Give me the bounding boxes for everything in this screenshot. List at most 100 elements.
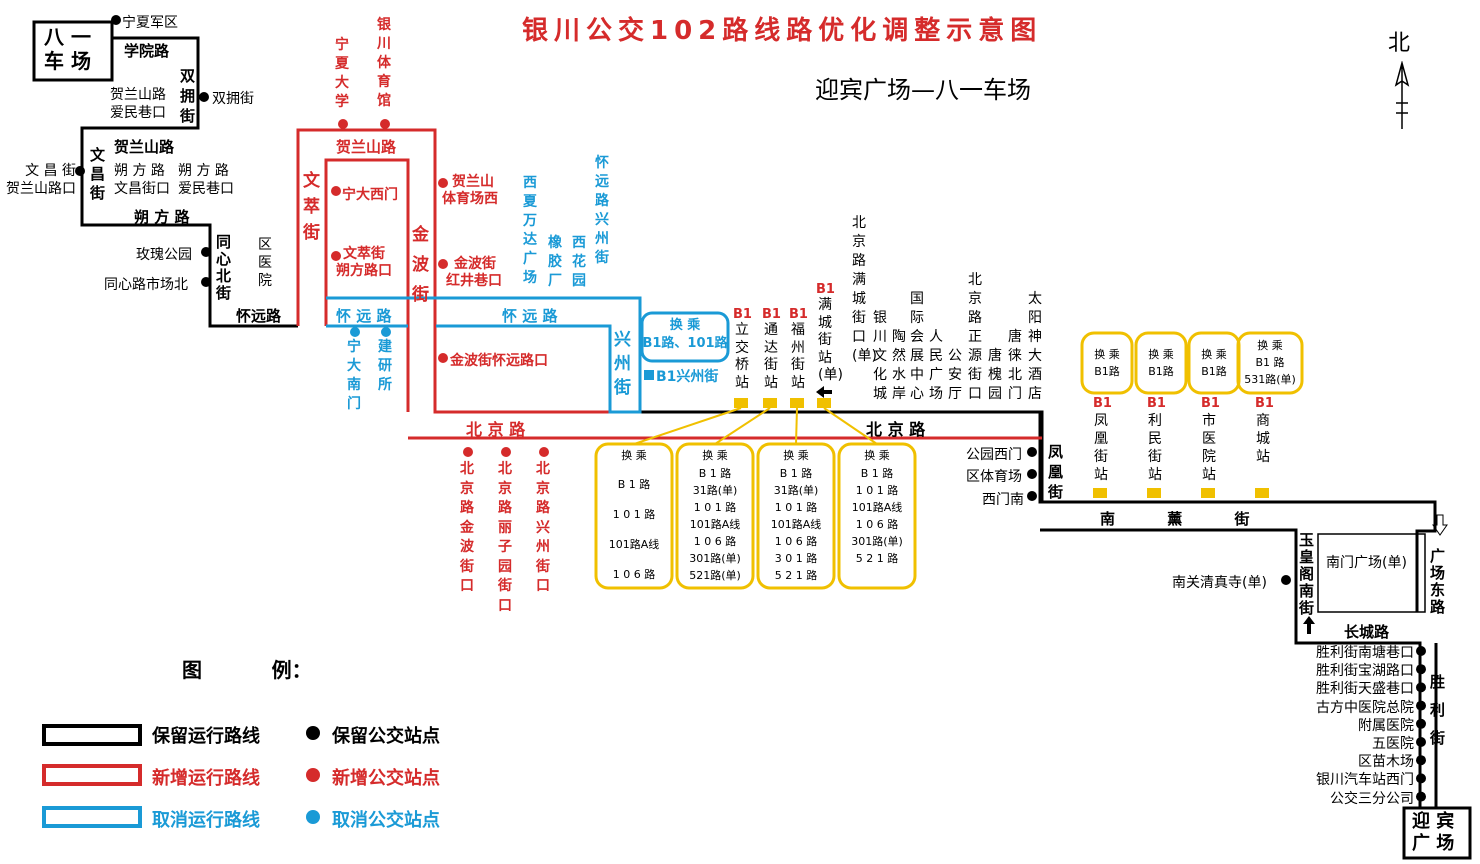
- stop-wenchang-helan-line1: 文 昌 街: [25, 163, 76, 179]
- transfer-small-route-0-0: B1路: [1094, 365, 1120, 378]
- nanmen-square-outline: [1317, 533, 1426, 613]
- dot-shengli-4: [1416, 718, 1426, 729]
- stop-tiyuguan: 银川体育馆: [377, 17, 391, 109]
- dot-gongyuan-ximen: [1027, 447, 1037, 457]
- stop-beijing-upper-2: 陶然水岸: [892, 329, 906, 402]
- road-helanshan-left: 贺兰山路: [114, 138, 175, 156]
- dot-tiyuguan: [380, 119, 390, 129]
- transfer-top-heading: 换 乘: [669, 318, 701, 333]
- dot-shengli-2: [1416, 682, 1426, 693]
- transfer-route-3-3: 1 0 6 路: [855, 518, 899, 531]
- transfer-small-box-0: [1080, 331, 1134, 395]
- stop-shengli-1: 胜利街宝湖路口: [1316, 663, 1414, 680]
- transfer-link-1: [714, 407, 771, 445]
- transfer-route-3-2: 101路A线: [851, 501, 903, 514]
- start-terminal-line2: 车 场: [44, 49, 91, 73]
- road-wenchang: 文昌街: [90, 146, 106, 202]
- stop-shengli-3: 古方中医院总院: [1316, 699, 1414, 716]
- stop-shengli-7: 银川汽车站西门: [1316, 772, 1414, 789]
- dot-beijing-lizi: [501, 447, 511, 457]
- stop-gongyuan-ximen: 公园西门: [966, 447, 1022, 463]
- stop-beijing-new-0: 北京路金波街口: [460, 461, 474, 594]
- stop-beijing-upper-7: 唐槐园: [988, 348, 1002, 402]
- b1-lower-prefix-2: B1: [1201, 396, 1220, 411]
- transfer-route-0-3: 1 0 6 路: [612, 568, 656, 581]
- stop-beijing-new-2: 北京路兴州街口: [536, 461, 550, 594]
- transfer-small-route-1-0: B1路: [1148, 365, 1174, 378]
- stop-xiangjiaochang: 橡胶厂: [548, 235, 562, 289]
- b1-upper-name-3: 满城街站(单): [818, 297, 843, 383]
- stop-jinbo-huaiyuan: 金波街怀远路口: [450, 353, 548, 369]
- stop-jinbo-hongjing: 金波街 红井巷口: [446, 256, 502, 290]
- transfer-route-1-1: 31路(单): [692, 484, 738, 497]
- dot-qutiyuchang: [1027, 469, 1037, 479]
- stop-shuofang-wenchang-line2: 文昌街口: [114, 181, 170, 197]
- stop-nanguan: 南关清真寺(单): [1172, 575, 1267, 591]
- dot-jinbo-hongjing: [438, 259, 448, 269]
- dot-nanguan: [1281, 575, 1291, 585]
- dot-shuangyong: [199, 92, 209, 102]
- legend-cancelled-line-swatch: [42, 806, 142, 828]
- stop-quyiyuan: 区医院: [258, 237, 272, 289]
- b1-upper-square-2: [790, 398, 804, 408]
- b1-lower-prefix-1: B1: [1147, 396, 1166, 411]
- road-beijing-red: 北 京 路: [466, 420, 526, 439]
- dot-helan-tiyuchang: [438, 178, 448, 188]
- transfer-box-heading-2: 换 乘: [783, 449, 809, 462]
- stop-shengli-0: 胜利街南塘巷口: [1316, 645, 1414, 661]
- legend-new-line-swatch: [42, 764, 142, 786]
- dot-ximennan: [1027, 491, 1037, 501]
- legend-new-line: 新增运行路线: [152, 768, 260, 789]
- b1-xingzhou-prefix: B1: [656, 369, 677, 385]
- b1-upper-prefix-1: B1: [762, 307, 781, 322]
- dot-ningda-nanmen: [350, 327, 360, 337]
- road-yuhuangge: 玉皇阁南街: [1299, 531, 1315, 617]
- stop-shuofang-wenchang: 朔 方 路 文昌街口: [114, 162, 170, 198]
- stop-shengli-6: 区苗木场: [1358, 754, 1414, 771]
- end-terminal-line1: 迎 宾: [1412, 811, 1455, 832]
- stop-huaiyuan-xingzhou: 怀远路兴州街: [595, 155, 609, 266]
- start-terminal-line1: 八 一: [44, 25, 91, 49]
- b1-lower-square-3: [1255, 488, 1269, 498]
- b1-lower-prefix-3: B1: [1255, 396, 1274, 411]
- transfer-link-2: [795, 407, 798, 445]
- transfer-route-2-2: 1 0 1 路: [774, 501, 818, 514]
- end-terminal-box: [1402, 806, 1472, 860]
- transfer-link-0: [633, 407, 742, 445]
- road-guangchangdong: 广场东路: [1430, 547, 1446, 616]
- stop-jianyansuo: 建研所: [378, 339, 392, 393]
- route-subtitle: 迎宾广场—八一车场: [815, 76, 1031, 104]
- stop-beijing-upper-9: 太阳神大酒店: [1028, 291, 1042, 402]
- b1-upper-name-2: 福州街站: [791, 322, 805, 391]
- dot-shengli-0: [1416, 646, 1426, 656]
- b1-lower-name-1: 利民街站: [1148, 413, 1162, 483]
- stop-ningda-nanmen: 宁大南门: [347, 339, 361, 412]
- transfer-route-3-0: B 1 路: [860, 467, 894, 480]
- dot-shengli-8: [1416, 791, 1426, 802]
- stop-helan-tiyuchang-line1: 贺兰山: [452, 174, 494, 190]
- transfer-route-2-5: 3 0 1 路: [774, 552, 818, 565]
- dot-jianyansuo: [381, 327, 391, 337]
- road-beijing-black: 北 京 路: [866, 420, 926, 439]
- legend-new-stop: 新增公交站点: [332, 768, 440, 789]
- transfer-route-2-3: 101路A线: [770, 518, 822, 531]
- stop-wencui-shuofang: 文萃街 朔方路口: [336, 246, 392, 280]
- stop-shengli-5: 五医院: [1372, 736, 1414, 752]
- road-huaiyuan-black: 怀远路: [236, 307, 282, 325]
- b1-upper-prefix-2: B1: [789, 307, 808, 322]
- transfer-box-heading-3: 换 乘: [864, 449, 890, 462]
- transfer-route-2-6: 5 2 1 路: [774, 569, 818, 582]
- stop-beijing-upper-8: 唐徕北门: [1008, 329, 1022, 402]
- b1-lower-name-3: 商城站: [1256, 413, 1270, 465]
- transfer-route-2-0: B 1 路: [779, 467, 813, 480]
- south-direction-arrow-icon: [1432, 514, 1448, 536]
- kept-line-east: [1038, 412, 1437, 612]
- transfer-route-0-0: B 1 路: [617, 478, 651, 491]
- stop-beijing-upper-5: 公安厅: [948, 348, 962, 402]
- b1-xingzhou-square: [644, 370, 654, 380]
- stop-helan-aimin-line2: 爱民巷口: [110, 105, 166, 121]
